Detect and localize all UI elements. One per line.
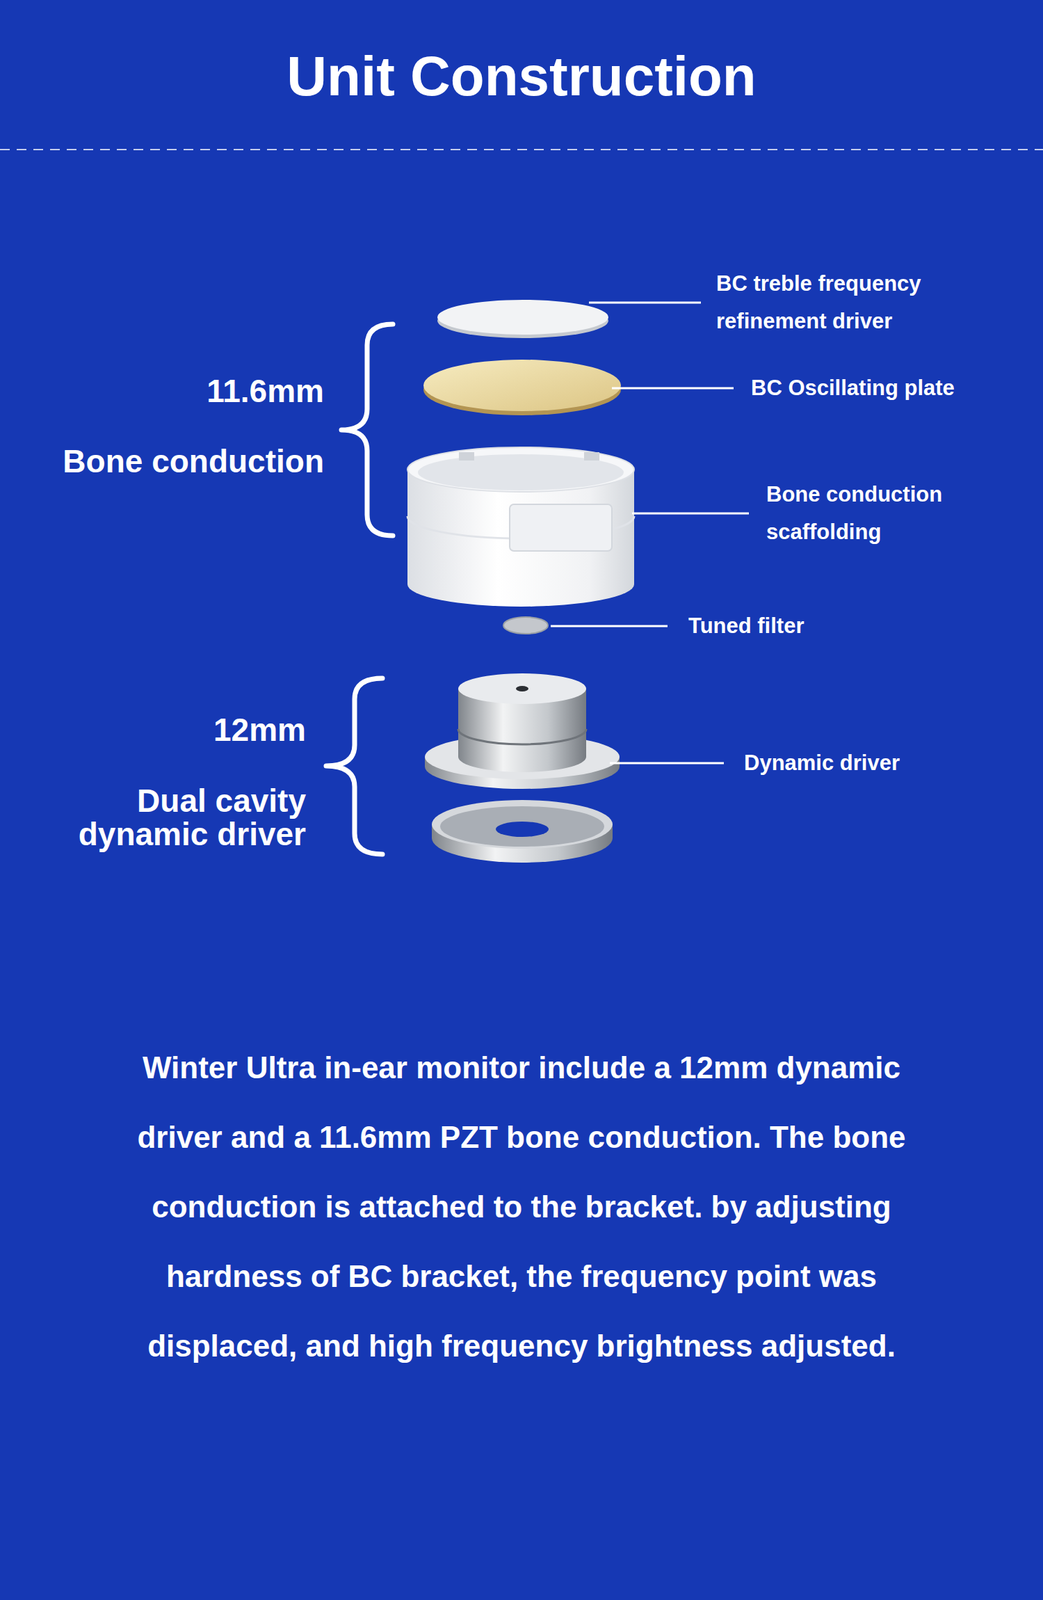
divider-line	[0, 148, 1043, 151]
dynamic-driver-figure	[424, 673, 620, 863]
oscillating-plate	[423, 359, 621, 416]
leader-lines	[550, 302, 749, 763]
treble-disc	[437, 299, 609, 338]
braces	[326, 324, 393, 854]
page-title: Unit Construction	[0, 44, 1043, 109]
part-label: Bone conduction scaffolding	[766, 475, 996, 552]
part-label: BC treble frequency refinement driver	[716, 264, 981, 341]
scaffolding	[407, 447, 635, 607]
dimension-label: Dual cavity dynamic driver	[27, 783, 306, 852]
dimension-label: 12mm	[213, 710, 306, 749]
filter-disc	[503, 616, 548, 634]
dimension-label: 11.6mm	[206, 372, 325, 411]
part-label: Tuned filter	[688, 612, 804, 639]
part-label: Dynamic driver	[744, 749, 900, 776]
dimension-label: Bone conduction	[62, 442, 325, 481]
caption-text: Winter Ultra in-ear monitor include a 12…	[111, 1032, 932, 1381]
part-label: BC Oscillating plate	[750, 374, 955, 401]
